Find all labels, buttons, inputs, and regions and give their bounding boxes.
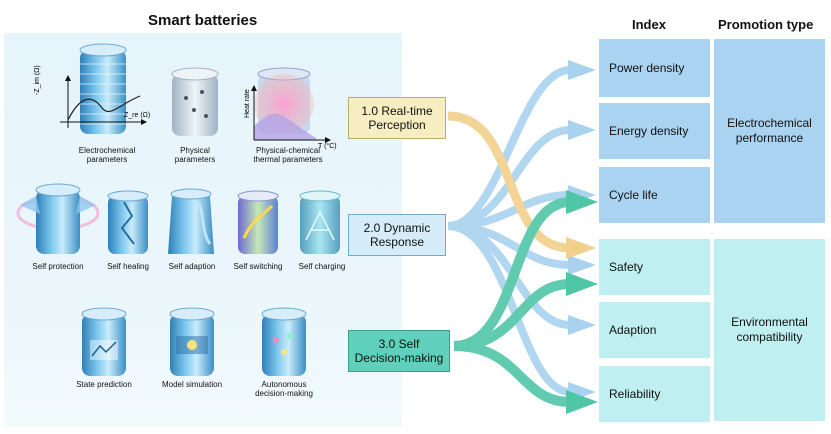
caption-model-simulation: Model simulation xyxy=(161,380,223,389)
thermal-battery xyxy=(251,67,331,143)
self-healing-battery xyxy=(107,190,149,254)
promotion-type-title: Promotion type xyxy=(718,17,814,32)
decision-arrows xyxy=(453,197,571,407)
electrochemical-battery xyxy=(60,43,147,134)
caption-self-adaption: Self adaption xyxy=(168,262,216,271)
state-prediction-battery xyxy=(81,307,127,376)
index-energy-density: Energy density xyxy=(599,103,710,159)
model-simulation-battery xyxy=(169,307,215,376)
index-cycle-life: Cycle life xyxy=(599,167,710,223)
perception-arrow xyxy=(447,111,571,253)
index-power-density: Power density xyxy=(599,39,710,97)
index-adaption: Adaption xyxy=(599,302,710,358)
self-adaption-battery xyxy=(168,188,214,254)
smart-batteries-title: Smart batteries xyxy=(148,12,258,29)
response-arrows xyxy=(447,66,571,396)
caption-self-switching: Self switching xyxy=(233,262,283,271)
caption-self-protection: Self protection xyxy=(32,262,84,271)
self-protection-battery xyxy=(16,183,100,254)
nyquist-x-label: Z_re (Ω) xyxy=(124,112,151,119)
caption-self-charging: Self charging xyxy=(298,262,346,271)
self-charging-battery xyxy=(299,190,341,254)
caption-state-prediction: State prediction xyxy=(76,380,132,389)
physical-battery xyxy=(171,67,219,136)
arrow-heads xyxy=(566,60,598,414)
caption-self-healing: Self healing xyxy=(107,262,149,271)
index-reliability: Reliability xyxy=(599,366,710,422)
index-title: Index xyxy=(632,17,666,32)
index-safety: Safety xyxy=(599,239,710,295)
self-switching-battery xyxy=(237,190,279,254)
autonomous-battery xyxy=(261,307,307,376)
heat-x-label: T (°C) xyxy=(318,143,337,150)
